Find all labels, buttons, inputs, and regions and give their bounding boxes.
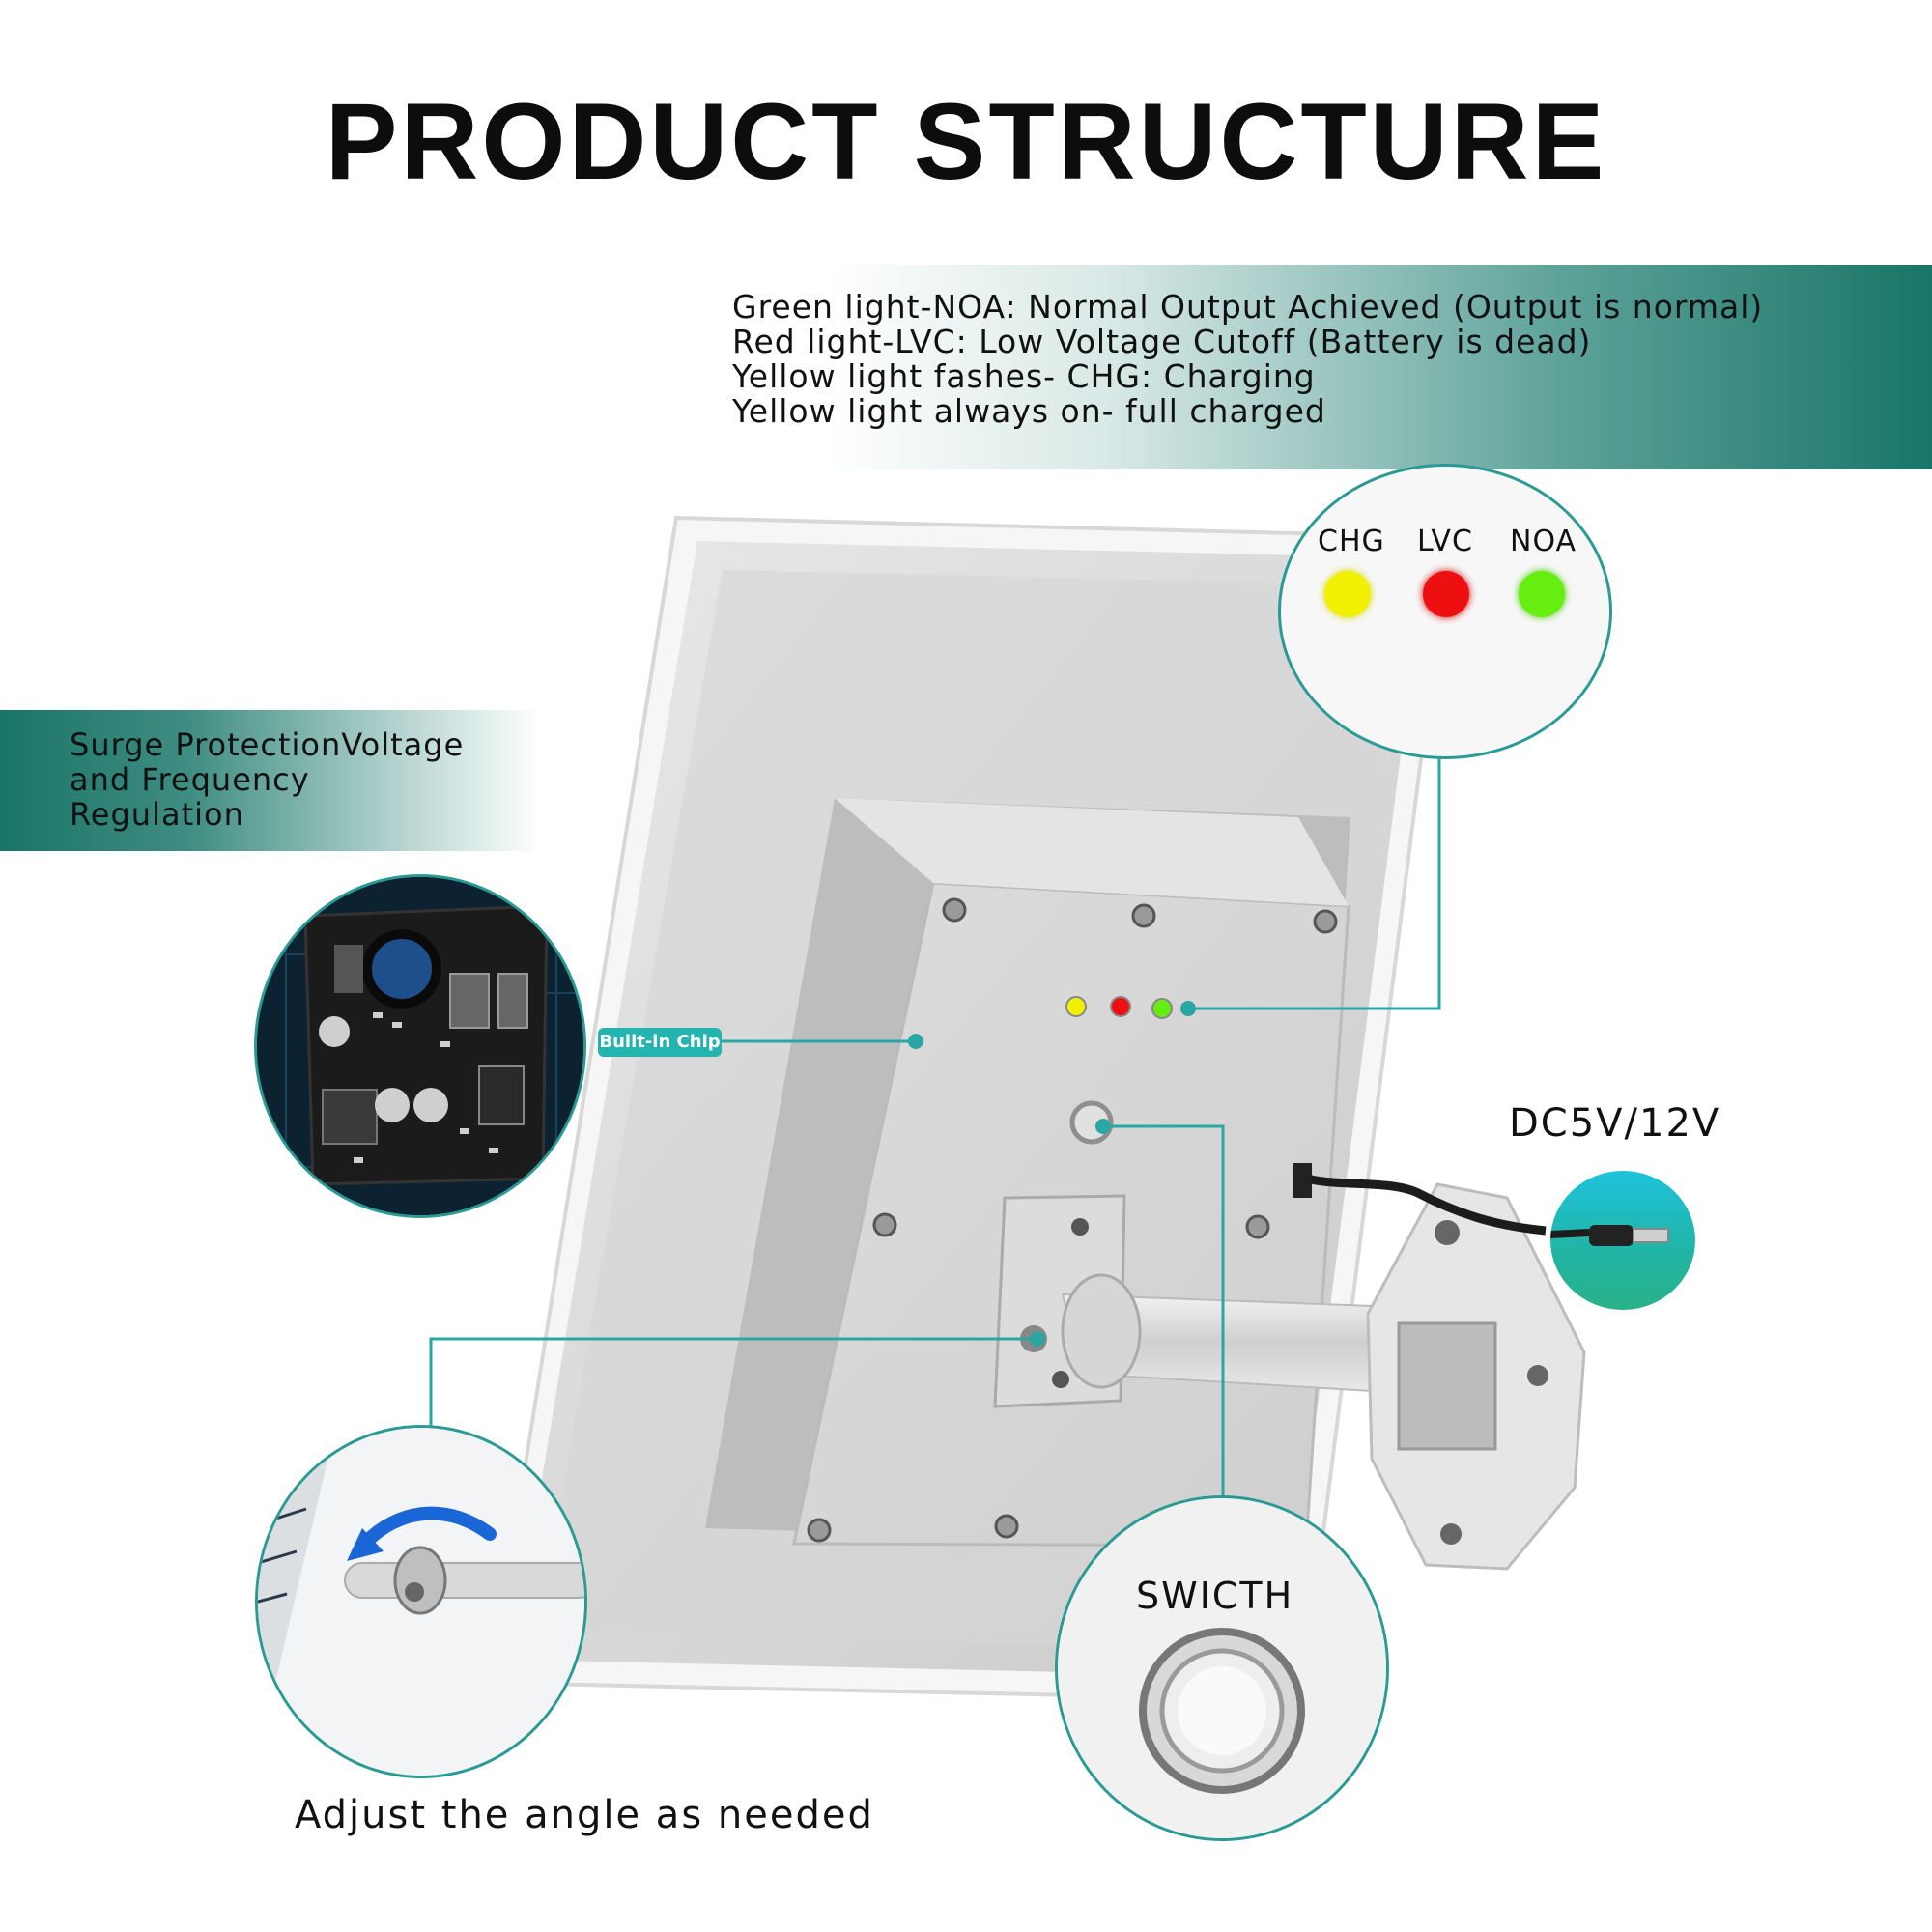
wall-mount <box>1366 1182 1586 1571</box>
led-lvc <box>1423 571 1469 617</box>
callout-dots <box>908 1001 1196 1347</box>
circuit-board-image <box>257 877 583 1215</box>
indicator-zoom: CHG LVC NOA <box>1278 464 1612 759</box>
led-label-noa: NOA <box>1510 525 1577 558</box>
legend-line-yellow-flash: Yellow light fashes- CHG: Charging <box>732 357 1316 395</box>
power-cable <box>1298 1172 1547 1236</box>
left-note-band <box>0 710 541 851</box>
led-label-chg: CHG <box>1318 525 1385 558</box>
led-chg <box>1324 571 1371 617</box>
surge-note-line-3: Regulation <box>70 796 244 833</box>
legend-line-red: Red light-LVC: Low Voltage Cutoff (Batte… <box>732 323 1592 360</box>
surge-note-line-2: and Frequency <box>70 761 310 798</box>
page-title: PRODUCT STRUCTURE <box>325 81 1607 202</box>
angle-caption: Adjust the angle as needed <box>295 1793 874 1837</box>
box-led-chg <box>1065 996 1087 1017</box>
box-led-noa <box>1151 998 1173 1019</box>
angle-zoom <box>255 1425 587 1778</box>
legend-line-yellow-on: Yellow light always on- full charged <box>732 392 1326 430</box>
power-label: DC5V/12V <box>1509 1101 1721 1146</box>
legend-line-green: Green light-NOA: Normal Output Achieved … <box>732 288 1764 326</box>
screws <box>807 897 1338 1543</box>
junction-box-top <box>835 798 1349 906</box>
callout-lines <box>429 755 1441 1497</box>
switch-image <box>1058 1498 1386 1838</box>
arm-joint <box>1061 1273 1142 1389</box>
chip-badge: Built-in Chip <box>598 1028 722 1057</box>
switch-label: SWICTH <box>1136 1575 1294 1617</box>
chip-zoom <box>254 874 586 1218</box>
angle-adjust-image <box>258 1428 584 1776</box>
led-label-lvc: LVC <box>1417 525 1473 558</box>
dc-plug-icon <box>1550 1225 1669 1246</box>
legend-band <box>676 265 1932 469</box>
dc-plug-zoom <box>1550 1171 1695 1310</box>
box-led-lvc <box>1110 996 1131 1017</box>
surge-note-line-1: Surge ProtectionVoltage <box>70 726 465 763</box>
surge-note: Surge ProtectionVoltage and Frequency Re… <box>70 727 464 832</box>
led-noa <box>1519 571 1565 617</box>
cable-gland <box>1293 1163 1312 1198</box>
switch-zoom <box>1055 1495 1389 1841</box>
status-legend: Green light-NOA: Normal Output Achieved … <box>732 290 1763 429</box>
